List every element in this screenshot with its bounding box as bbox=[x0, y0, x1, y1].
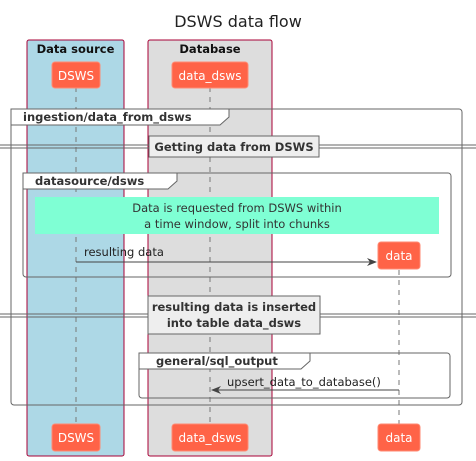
note-request-window: Data is requested from DSWS within a tim… bbox=[35, 197, 439, 234]
database-box-title: Database bbox=[179, 42, 240, 56]
divider-inserted-line-1: resulting data is inserted bbox=[152, 300, 316, 314]
divider-getting-data-label: Getting data from DSWS bbox=[154, 140, 313, 154]
participant-data-dsws-top-label: data_dsws bbox=[179, 69, 242, 83]
data-source-box-title: Data source bbox=[37, 42, 115, 56]
note-line-2: a time window, split into chunks bbox=[144, 217, 330, 231]
participant-data-dsws-bottom-label: data_dsws bbox=[179, 431, 242, 445]
divider-inserted-line-2: into table data_dsws bbox=[167, 316, 301, 331]
participant-dsws-bottom: DSWS bbox=[51, 423, 101, 452]
message-upsert-label: upsert_data_to_database() bbox=[227, 375, 381, 389]
divider-inserted: resulting data is inserted into table da… bbox=[0, 295, 476, 335]
group-datasource-label: datasource/dsws bbox=[35, 174, 144, 188]
note-line-1: Data is requested from DSWS within bbox=[132, 201, 341, 215]
group-datasource: datasource/dsws bbox=[22, 172, 452, 278]
group-ingestion-label: ingestion/data_from_dsws bbox=[23, 110, 192, 125]
divider-getting-data: Getting data from DSWS bbox=[0, 135, 476, 158]
group-ingestion: ingestion/data_from_dsws bbox=[10, 108, 463, 406]
participant-data-dsws-top: data_dsws bbox=[171, 61, 249, 89]
group-sql-output: general/sql_output bbox=[138, 352, 451, 399]
participant-data-bottom-label: data bbox=[385, 431, 412, 445]
diagram-title: DSWS data flow bbox=[174, 12, 302, 31]
participant-dsws-top-label: DSWS bbox=[58, 69, 94, 83]
participant-dsws-bottom-label: DSWS bbox=[58, 431, 94, 445]
participant-data-created-label: data bbox=[385, 249, 412, 263]
participant-dsws-top: DSWS bbox=[51, 61, 101, 89]
participant-data-bottom: data bbox=[377, 423, 421, 452]
group-sql-output-label: general/sql_output bbox=[156, 354, 278, 369]
participant-data-created: data bbox=[377, 241, 421, 270]
message-resulting-data-label: resulting data bbox=[84, 245, 164, 259]
participant-data-dsws-bottom: data_dsws bbox=[171, 423, 249, 452]
